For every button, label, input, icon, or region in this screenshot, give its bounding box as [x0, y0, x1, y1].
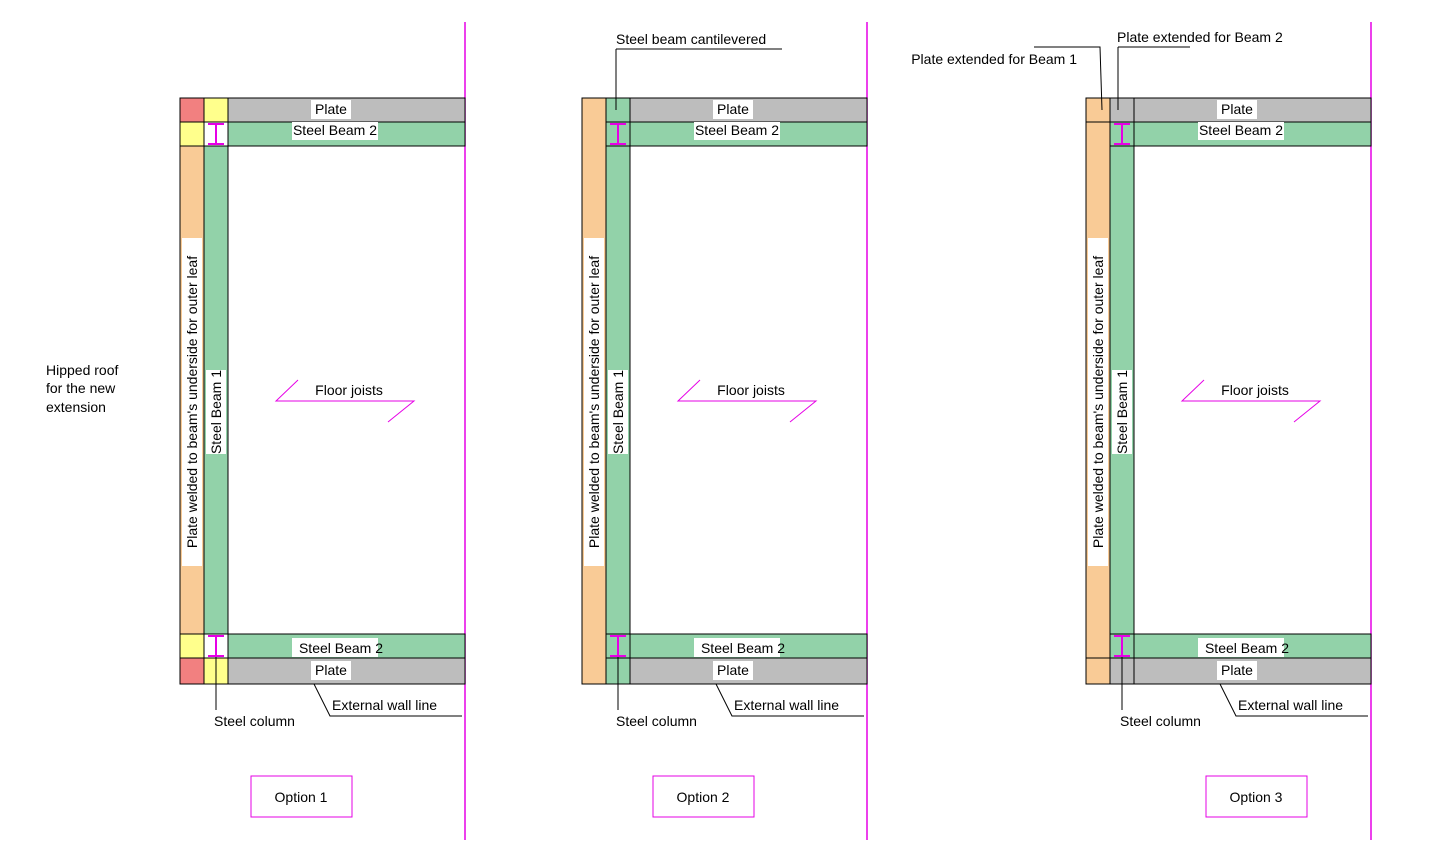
cantilever-label: Steel beam cantilevered	[616, 31, 766, 47]
label-bg	[1112, 370, 1132, 454]
column-section-icon	[208, 123, 224, 145]
leader-line	[313, 683, 462, 717]
leader-line	[1219, 683, 1368, 717]
plate-ext-beam2-label: Plate extended for Beam 2	[1117, 29, 1283, 45]
corner-plate-top	[179, 97, 205, 123]
outer-leaf-plate-label: Plate welded to beam's underside for out…	[184, 256, 200, 548]
floor-joists-label: Floor joists	[1221, 382, 1289, 398]
steel-column-label: Steel column	[1120, 713, 1201, 729]
plate-top-label: Plate	[717, 101, 749, 117]
label-bg	[608, 370, 628, 454]
caption-box	[1205, 775, 1308, 818]
corner-beam-top	[179, 121, 205, 147]
steel-beam-2-bottom-label: Steel Beam 2	[701, 640, 785, 656]
outer-leaf-plate-label: Plate welded to beam's underside for out…	[1090, 256, 1106, 548]
column-section-icon	[1114, 123, 1130, 145]
label-bg	[694, 638, 780, 657]
column-section-icon	[610, 123, 626, 145]
plate-bottom-label: Plate	[717, 662, 749, 678]
external-wall-line-label: External wall line	[332, 697, 437, 713]
label-bg	[311, 661, 351, 680]
label-bg	[206, 370, 226, 454]
steel-column-label: Steel column	[214, 713, 295, 729]
label-bg	[1217, 100, 1257, 119]
plate-ext-beam1-label: Plate extended for Beam 1	[911, 51, 1077, 67]
option-caption: Option 3	[1230, 789, 1283, 805]
plate-top-label: Plate	[315, 101, 347, 117]
label-bg	[292, 122, 378, 140]
hipped-roof-note-line1: Hipped roof	[46, 362, 118, 378]
column-section-icon	[208, 635, 224, 657]
label-bg	[1198, 638, 1284, 657]
floor-joists-span-icon	[274, 379, 416, 423]
external-wall-line-label: External wall line	[1238, 697, 1343, 713]
option-caption: Option 2	[677, 789, 730, 805]
floor-joists-span-icon	[1180, 379, 1322, 423]
steel-beam-2-top-label: Steel Beam 2	[695, 122, 779, 138]
caption-box	[250, 775, 353, 818]
plate-bottom-label: Plate	[1221, 662, 1253, 678]
steel-beam-2-bottom-label: Steel Beam 2	[1205, 640, 1289, 656]
caption-box	[652, 775, 755, 818]
column-section-icon	[1114, 635, 1130, 657]
label-bg	[713, 661, 753, 680]
label-bg	[1217, 661, 1257, 680]
corner-plate-top-inner	[203, 97, 229, 123]
plate-bottom-label: Plate	[315, 662, 347, 678]
floor-joists-label: Floor joists	[717, 382, 785, 398]
plate-top-label: Plate	[1221, 101, 1253, 117]
floor-joists-span-icon	[676, 379, 818, 423]
label-bg	[584, 238, 604, 566]
external-wall-line-label: External wall line	[734, 697, 839, 713]
steel-beam-1-label: Steel Beam 1	[610, 370, 626, 454]
leader-line	[1034, 46, 1103, 111]
floor-joists-label: Floor joists	[315, 382, 383, 398]
corner-beam-bottom	[179, 633, 205, 659]
steel-beam-2-top-label: Steel Beam 2	[1199, 122, 1283, 138]
label-bg	[311, 100, 351, 119]
label-bg	[1088, 238, 1108, 566]
hipped-roof-note-line3: extension	[46, 399, 106, 415]
label-bg	[1198, 122, 1284, 140]
steel-column-label: Steel column	[616, 713, 697, 729]
leader-line	[615, 48, 782, 110]
steel-beam-1-label: Steel Beam 1	[1114, 370, 1130, 454]
option-caption: Option 1	[275, 789, 328, 805]
label-bg	[713, 100, 753, 119]
corner-plate-bottom	[179, 657, 205, 685]
leader-line	[715, 683, 864, 717]
option-3-panel: Plate Steel Beam 2 Steel Beam 2 Plate Pl…	[911, 22, 1372, 840]
label-bg	[182, 238, 202, 566]
hipped-roof-note-line2: for the new	[46, 380, 116, 396]
steel-beam-2-top-label: Steel Beam 2	[293, 122, 377, 138]
option-1-panel: Plate Steel Beam 2 Steel Beam 2 Plate Pl…	[179, 22, 466, 840]
leader-line	[1117, 46, 1190, 110]
label-bg	[694, 122, 780, 140]
outer-leaf-plate-label: Plate welded to beam's underside for out…	[586, 256, 602, 548]
steel-beam-1-label: Steel Beam 1	[208, 370, 224, 454]
column-section-icon	[610, 635, 626, 657]
steel-beam-2-bottom-label: Steel Beam 2	[299, 640, 383, 656]
option-2-panel: Plate Steel Beam 2 Steel Beam 2 Plate Pl…	[581, 22, 868, 840]
plate-extension-beam-2-top	[1109, 97, 1135, 123]
label-bg	[292, 638, 378, 657]
